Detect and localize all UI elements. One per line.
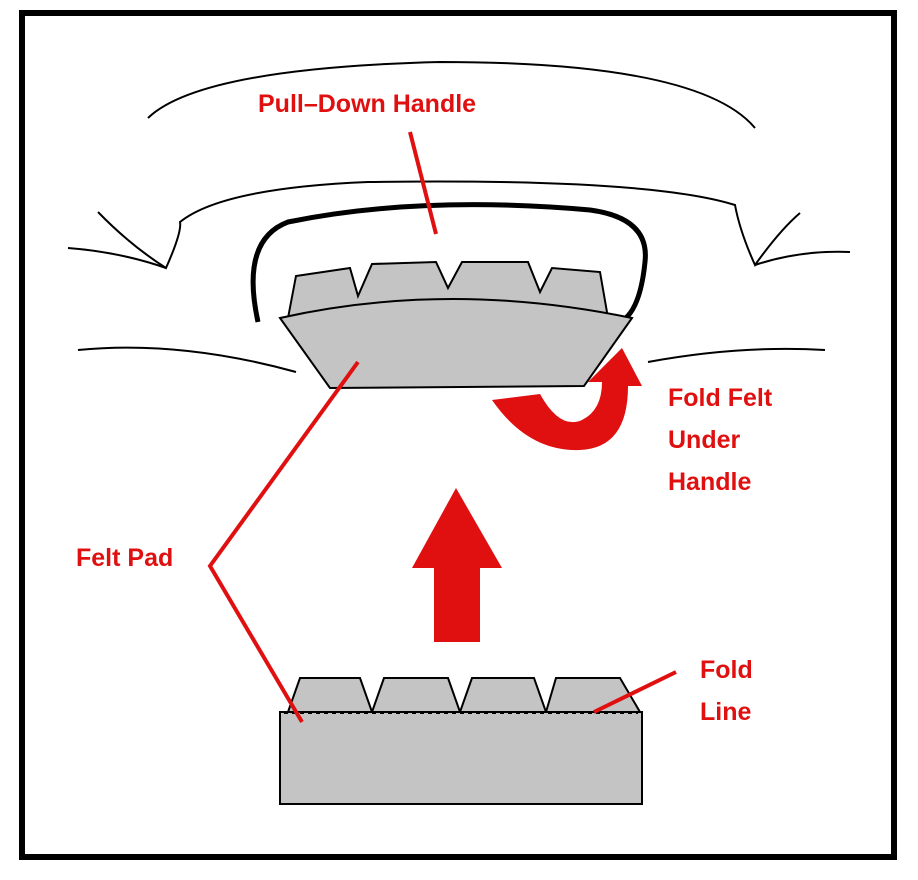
flat-felt-tabs (286, 677, 642, 716)
right-rear-outline (754, 250, 851, 266)
attached-felt-pad (278, 260, 634, 390)
flat-felt-body (279, 711, 643, 805)
left-mid-outline (97, 180, 801, 270)
flat-felt-pad (279, 677, 643, 805)
attached-felt-body (278, 298, 634, 390)
pull-down-handle-shape (250, 202, 648, 325)
fold-curved-arrow-body (492, 348, 642, 451)
pull-down-handle-label: Pull–Down Handle (258, 90, 476, 118)
fold-felt-label-line1: Fold Felt (668, 384, 773, 412)
pull-down-handle-leader (408, 131, 438, 235)
up-arrow (412, 488, 502, 642)
felt-pad-leader (207, 360, 360, 724)
fold-felt-label-line3: Handle (668, 468, 751, 496)
fold-line-leader (593, 670, 677, 714)
lower-left-outline (77, 346, 297, 373)
fold-line-label-line2: Line (700, 698, 751, 726)
fold-felt-label-line2: Under (668, 426, 741, 454)
left-rear-outline (67, 247, 167, 269)
lower-right-outline (647, 347, 826, 363)
felt-pad-label: Felt Pad (76, 544, 173, 572)
fold-line-label-line1: Fold (700, 656, 753, 684)
upper-body-outline (147, 60, 756, 129)
